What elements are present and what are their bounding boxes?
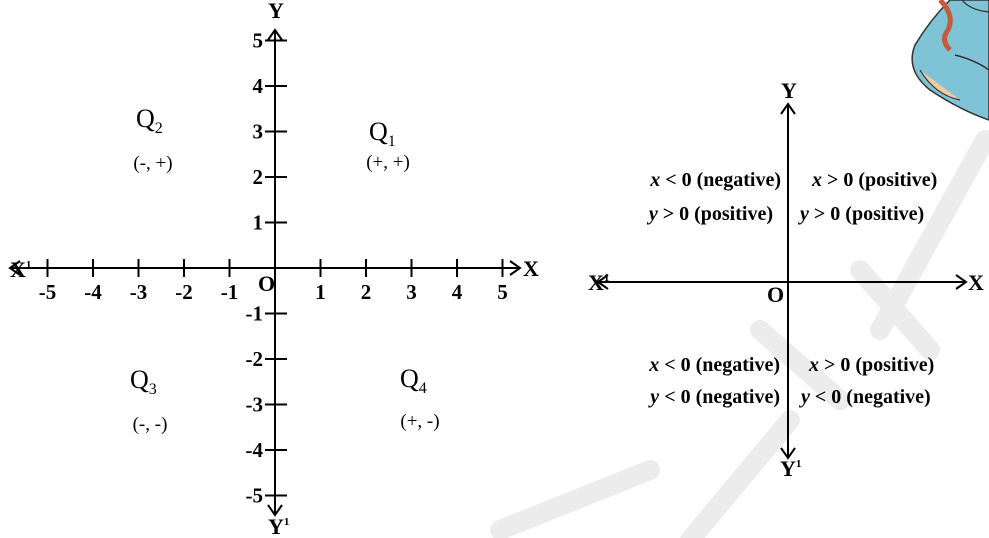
q4-letter: Q	[400, 364, 419, 393]
right-q2-text2: > 0 (positive)	[658, 203, 773, 225]
right-q4-text1: > 0 (positive)	[819, 354, 934, 376]
left-y-prime-sup: 1	[284, 516, 290, 528]
x-tick-label--5: -5	[39, 280, 57, 304]
right-axis-label-x-prime: X1	[588, 270, 609, 295]
right-q2-line1: x < 0 (negative)	[649, 169, 781, 191]
x-tick-label-2: 2	[361, 280, 372, 304]
q1-letter: Q	[369, 117, 388, 146]
right-q3-var1: x	[648, 354, 659, 376]
left-y-prime-letter: Y	[268, 514, 284, 538]
right-q4-line2: y < 0 (negative)	[799, 386, 931, 408]
cartoon-girl-illustration	[912, 0, 989, 120]
watermark	[500, 140, 985, 538]
right-q1-line2: y > 0 (positive)	[798, 203, 924, 225]
left-axis-label-y-prime: Y1	[268, 514, 289, 538]
x-tick-label-5: 5	[497, 280, 508, 304]
right-axis-label-y-prime: Y1	[780, 456, 801, 481]
q1-sign: (+, +)	[366, 152, 410, 173]
right-q1-text2: > 0 (positive)	[809, 203, 924, 225]
left-axis-label-y: Y	[268, 0, 284, 23]
q4-sign: (+, -)	[400, 411, 439, 432]
x-tick-label--3: -3	[130, 280, 148, 304]
right-y-prime-sup: 1	[796, 458, 802, 470]
right-q3-text2: < 0 (negative)	[659, 386, 780, 408]
right-q1-var2: y	[798, 203, 809, 225]
y-tick-label--1: -1	[246, 302, 264, 326]
right-axis-label-x: X	[968, 270, 984, 295]
right-q4-var2: y	[799, 386, 810, 408]
y-tick-label--3: -3	[246, 393, 264, 417]
left-x-prime-letter: X	[10, 257, 26, 282]
right-q3-text1: < 0 (negative)	[659, 354, 780, 376]
q4-sub: 4	[419, 380, 427, 397]
right-x-prime-letter: X	[588, 270, 604, 295]
y-tick-label-5: 5	[253, 29, 264, 53]
x-tick-label--1: -1	[221, 280, 239, 304]
right-q4-text2: < 0 (negative)	[810, 386, 931, 408]
right-q1-text1: > 0 (positive)	[822, 169, 937, 191]
q3-sign: (-, -)	[133, 414, 168, 435]
x-tick-label-4: 4	[452, 280, 463, 304]
right-q1-var1: x	[811, 169, 822, 191]
y-tick-label--2: -2	[246, 347, 264, 371]
y-tick-label-4: 4	[253, 74, 264, 98]
right-q4-var1: x	[808, 354, 819, 376]
right-q3-line2: y < 0 (negative)	[648, 386, 780, 408]
left-axis-label-x-prime: X1	[10, 257, 31, 282]
q2-letter: Q	[136, 104, 155, 133]
y-tick-label-3: 3	[253, 120, 264, 144]
x-tick-label--4: -4	[84, 280, 102, 304]
y-tick-label--5: -5	[246, 484, 264, 508]
q3-sub: 3	[149, 381, 157, 398]
q1-sub: 1	[388, 133, 396, 150]
left-axis-label-x: X	[523, 256, 539, 281]
q2-label: Q2	[136, 104, 163, 137]
q3-letter: Q	[130, 365, 149, 394]
q2-sign: (-, +)	[133, 153, 172, 174]
x-tick-label-1: 1	[315, 280, 326, 304]
right-q3-line1: x < 0 (negative)	[648, 354, 780, 376]
x-tick-label--2: -2	[175, 280, 193, 304]
right-q2-text1: < 0 (negative)	[660, 169, 781, 191]
y-tick-label--4: -4	[246, 438, 264, 462]
right-q1-line1: x > 0 (positive)	[811, 169, 937, 191]
left-x-prime-sup: 1	[26, 259, 32, 271]
y-tick-label-2: 2	[253, 165, 264, 189]
y-tick-label-1: 1	[253, 211, 264, 235]
left-origin-label: O	[258, 271, 275, 296]
x-tick-label-3: 3	[406, 280, 417, 304]
right-origin-label: O	[767, 282, 784, 307]
right-q4-line1: x > 0 (positive)	[808, 354, 934, 376]
right-axis-label-y: Y	[781, 78, 797, 103]
q1-label: Q1	[369, 117, 396, 150]
q3-label: Q3	[130, 365, 157, 398]
q2-sub: 2	[155, 120, 163, 137]
right-x-prime-sup: 1	[604, 272, 610, 284]
right-q2-var1: x	[649, 169, 660, 191]
right-q3-var2: y	[648, 386, 659, 408]
right-q2-var2: y	[647, 203, 658, 225]
right-y-prime-letter: Y	[780, 456, 796, 481]
right-q2-line2: y > 0 (positive)	[647, 203, 773, 225]
q4-label: Q4	[400, 364, 427, 397]
